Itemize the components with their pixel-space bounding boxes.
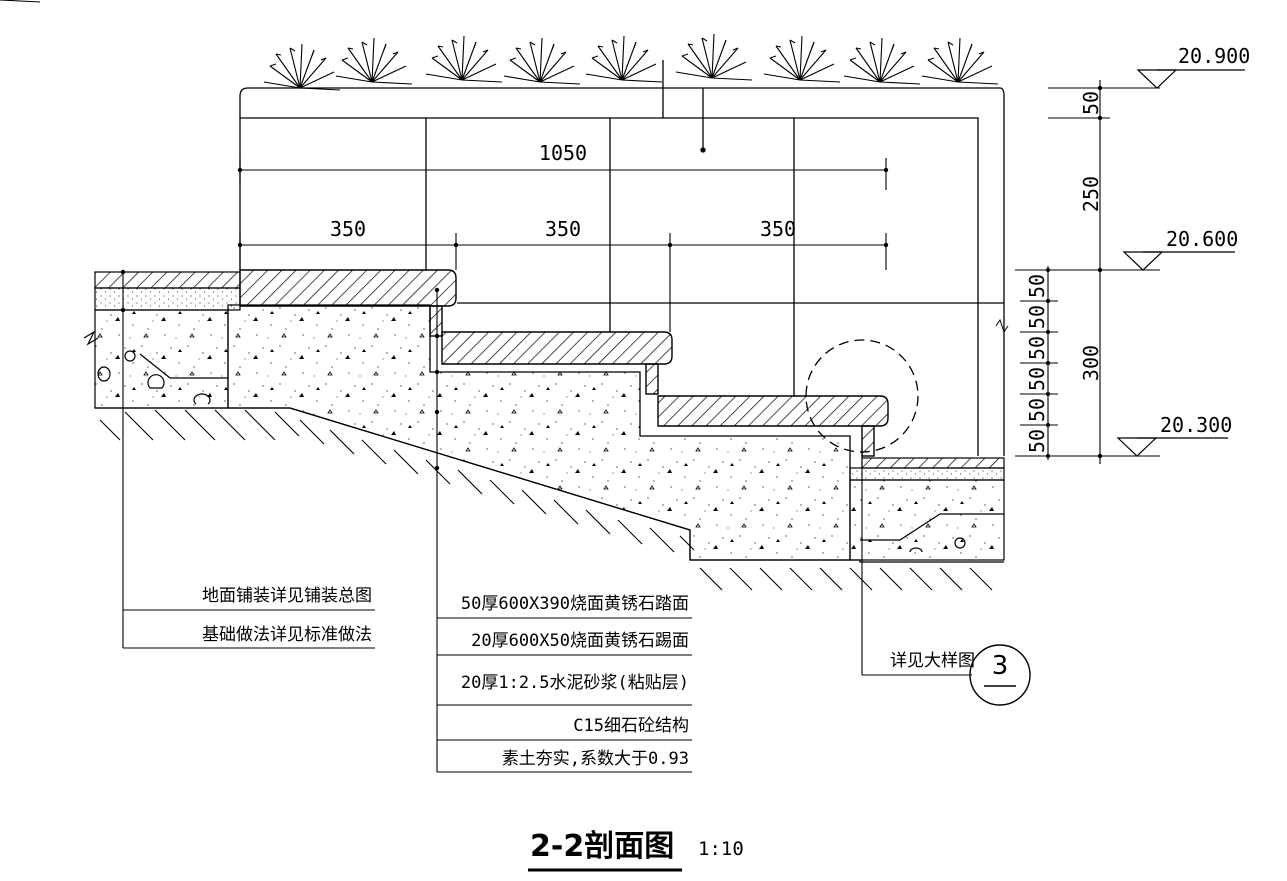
drawing-title: 2-2剖面图 xyxy=(530,829,674,864)
dim-planter-top: 50 xyxy=(1079,91,1103,115)
planter-box xyxy=(239,60,1009,456)
layer-soil: 素土夯实,系数大于0.93 xyxy=(502,749,689,769)
layer-mortar: 20厚1:2.5水泥砂浆(粘贴层) xyxy=(461,673,689,693)
dim-tread-2: 350 xyxy=(545,217,581,241)
dim-riser: 50 xyxy=(1025,274,1049,298)
layer-riser-stone: 20厚600X50烧面黄锈石踢面 xyxy=(471,631,689,651)
dim-riser: 50 xyxy=(1025,336,1049,360)
dim-riser: 50 xyxy=(1025,429,1049,453)
detail-ref-symbol: 3 xyxy=(969,644,1031,706)
dim-riser: 50 xyxy=(1025,367,1049,391)
layer-tread-stone: 50厚600X390烧面黄锈石踏面 xyxy=(461,594,689,614)
dim-riser: 50 xyxy=(1025,305,1049,329)
dim-tread-1: 350 xyxy=(330,217,366,241)
note-paving: 地面铺装详见铺装总图 xyxy=(202,586,372,606)
detail-ref-text: 详见大样图 xyxy=(890,651,975,671)
elevation-planter-top: 20.900 xyxy=(1178,44,1250,68)
dim-tread-3: 350 xyxy=(760,217,796,241)
dim-total-width: 1050 xyxy=(539,141,587,165)
lower-paving xyxy=(849,457,1005,561)
planting-graphic xyxy=(0,0,999,91)
note-foundation: 基础做法详见标准做法 xyxy=(202,625,372,645)
left-paving xyxy=(83,271,241,409)
dim-stair-height: 300 xyxy=(1079,345,1103,381)
elevation-markers xyxy=(1116,69,1245,457)
horizontal-dimensions xyxy=(239,158,887,332)
tread-stones xyxy=(239,269,889,457)
layer-concrete: C15细石砼结构 xyxy=(573,716,689,736)
dim-riser: 50 xyxy=(1025,398,1049,422)
detail-ref-number: 3 xyxy=(992,651,1009,681)
elevation-upper-landing: 20.600 xyxy=(1166,227,1238,251)
leader-lines xyxy=(122,272,972,773)
riser-dimension-stack: 50 50 50 50 50 50 xyxy=(1025,274,1049,453)
elevation-lower-landing: 20.300 xyxy=(1160,413,1232,437)
dim-planter-height: 250 xyxy=(1079,176,1103,212)
drawing-scale: 1:10 xyxy=(698,838,744,860)
